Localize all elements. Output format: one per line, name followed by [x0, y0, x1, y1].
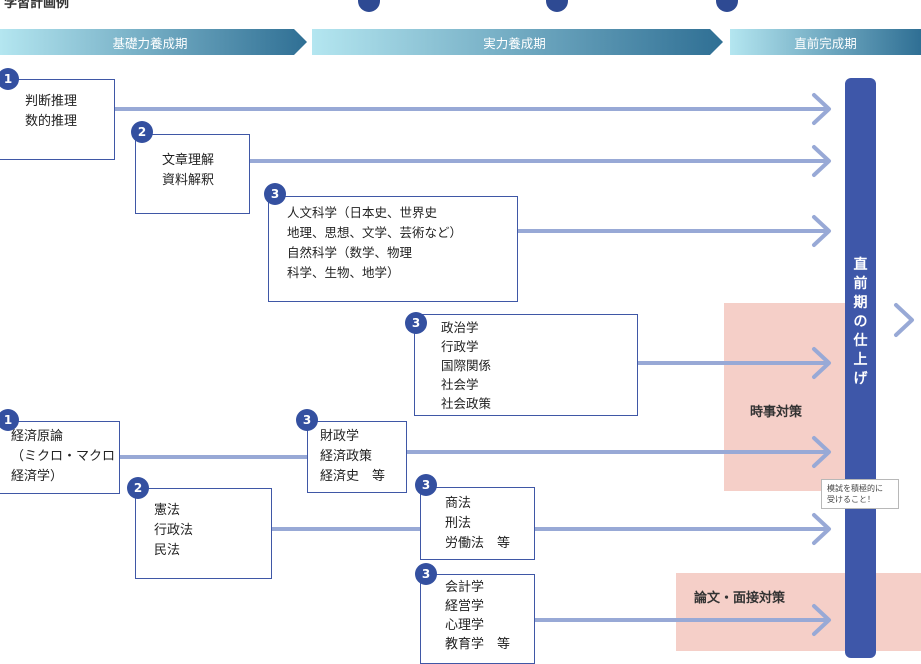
box-line: 資料解釈 — [162, 173, 215, 188]
box-line: 民法 — [154, 543, 181, 558]
arrow-head-2 — [812, 145, 831, 177]
number-badge: 2 — [131, 121, 153, 143]
box-line: 経済学） — [11, 469, 64, 484]
legend-dot-1 — [358, 0, 380, 12]
box-line: 心理学 — [445, 618, 485, 633]
box-line: 会計学 — [445, 580, 485, 595]
header-title: 学習計画例 — [4, 0, 70, 11]
legend-dot-3 — [716, 0, 738, 12]
final-char: 直 — [853, 257, 868, 273]
arrow-head-4 — [812, 347, 831, 379]
phase-arrow-1 — [0, 29, 307, 55]
phase-label-practical: 実力養成期 — [483, 35, 546, 51]
top-strip: 学習計画例 — [0, 0, 921, 18]
current-affairs-label: 時事対策 — [750, 405, 803, 420]
box-line: 経済原論 — [11, 429, 64, 444]
box-line: 判断推理 — [25, 94, 78, 109]
subject-box-politics: 政治学 行政学 国際関係 社会学 社会政策 — [414, 314, 638, 416]
box-line: （ミクロ・マクロ — [11, 449, 116, 464]
final-phase-text: 直 前 期 の 仕 上 げ — [845, 256, 876, 389]
arrow-head-1 — [812, 93, 831, 125]
subject-box-law: 憲法 行政法 民法 — [135, 488, 272, 579]
final-char: げ — [853, 371, 868, 387]
box-line: 商法 — [445, 496, 472, 511]
box-line: 経済史 等 — [320, 469, 386, 484]
final-char: 期 — [853, 295, 868, 311]
number-badge: 1 — [0, 68, 19, 90]
note-line: 受けること！ — [827, 495, 875, 504]
box-line: 財政学 — [320, 429, 360, 444]
subject-box-accounting: 会計学 経営学 心理学 教育学 等 — [420, 574, 535, 664]
arrow-head-5 — [812, 436, 831, 468]
phase-label-final: 直前完成期 — [794, 35, 857, 51]
number-badge: 1 — [0, 409, 19, 431]
box-line: 行政学 — [441, 339, 479, 354]
box-line: 科学、生物、地学） — [287, 265, 400, 280]
legend-dot-2 — [546, 0, 568, 12]
number-badge: 3 — [415, 563, 437, 585]
mock-exam-note: 模試を積極的に 受けること！ — [821, 479, 899, 509]
box-line: 教育学 等 — [445, 637, 511, 652]
box-line: 社会学 — [441, 377, 479, 392]
number-badge: 3 — [405, 312, 427, 334]
box-line: 経済政策 — [320, 449, 373, 464]
box-line: 社会政策 — [441, 396, 492, 411]
box-line: 数的推理 — [25, 114, 78, 129]
phase-label-basic: 基礎力養成期 — [112, 35, 188, 51]
box-line: 行政法 — [154, 523, 194, 538]
box-line: 政治学 — [441, 320, 479, 335]
arrow-head-exit — [894, 303, 914, 337]
subject-box-judgment: 判断推理 数的推理 — [0, 79, 115, 160]
box-line: 自然科学（数学、物理 — [287, 245, 413, 260]
box-line: 国際関係 — [441, 358, 492, 373]
box-line: 経営学 — [445, 599, 485, 614]
arrow-head-6 — [812, 513, 831, 545]
number-badge: 3 — [264, 183, 286, 205]
number-badge: 2 — [127, 477, 149, 499]
box-line: 刑法 — [445, 516, 472, 531]
box-line: 労働法 等 — [445, 536, 511, 551]
subject-box-humanities: 人文科学（日本史、世界史 地理、思想、文学、芸術など） 自然科学（数学、物理 科… — [268, 196, 518, 302]
number-badge: 3 — [296, 409, 318, 431]
phase-arrows — [0, 29, 921, 55]
phase-arrow-2 — [312, 29, 723, 55]
phase-arrow-3 — [730, 29, 921, 55]
final-char: 前 — [853, 276, 868, 292]
arrow-head-3 — [812, 215, 831, 247]
box-line: 憲法 — [154, 503, 181, 518]
number-badge: 3 — [415, 474, 437, 496]
final-char: 仕 — [853, 333, 868, 349]
arrow-head-7 — [812, 604, 831, 636]
essay-area — [676, 573, 921, 651]
subject-box-economics: 経済原論 （ミクロ・マクロ 経済学） — [0, 421, 120, 494]
essay-label: 論文・面接対策 — [694, 591, 786, 606]
final-phase-bar: 直 前 期 の 仕 上 げ — [845, 78, 876, 658]
subject-box-commercial: 商法 刑法 労働法 等 — [420, 487, 535, 560]
final-char: の — [853, 314, 868, 330]
final-char: 上 — [853, 352, 868, 368]
note-line: 模試を積極的に — [827, 484, 883, 493]
subject-box-reading: 文章理解 資料解釈 — [135, 134, 250, 214]
subject-box-finance: 財政学 経済政策 経済史 等 — [307, 421, 407, 493]
box-line: 地理、思想、文学、芸術など） — [287, 225, 463, 240]
box-line: 文章理解 — [162, 153, 215, 168]
box-line: 人文科学（日本史、世界史 — [287, 205, 438, 220]
